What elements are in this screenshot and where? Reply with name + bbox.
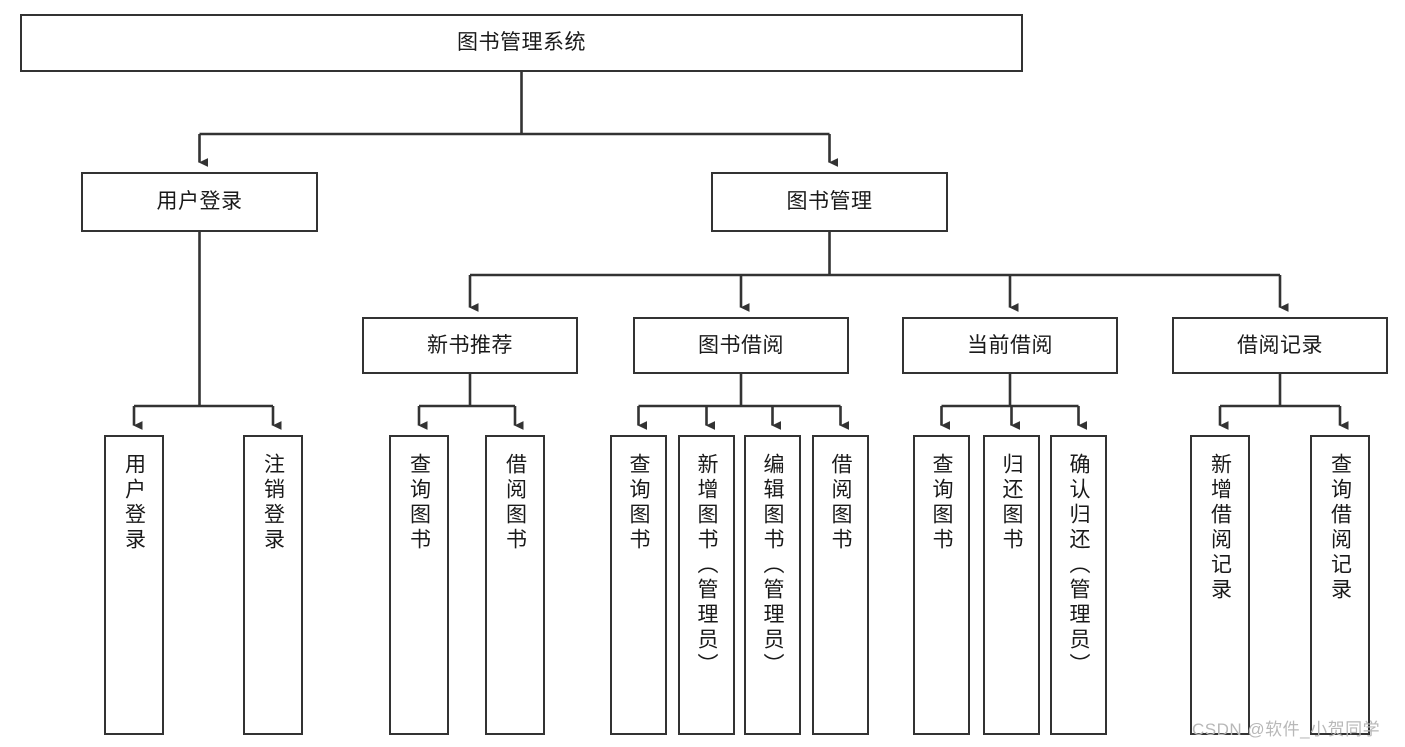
node-user-login[interactable]: 用户登录 xyxy=(81,172,318,232)
node-leaf-borrow-book-1[interactable]: 借阅图书 xyxy=(485,435,545,735)
node-leaf-edit-book[interactable]: 编辑图书（管理员） xyxy=(744,435,801,735)
node-leaf-borrow-book-2-label: 借阅图书 xyxy=(829,453,852,553)
node-book-management-label: 图书管理 xyxy=(786,190,873,214)
node-leaf-return-book[interactable]: 归还图书 xyxy=(983,435,1040,735)
node-leaf-borrow-book-2[interactable]: 借阅图书 xyxy=(812,435,869,735)
node-book-management[interactable]: 图书管理 xyxy=(711,172,948,232)
node-book-borrow-label: 图书借阅 xyxy=(698,333,784,357)
node-current-borrow-label: 当前借阅 xyxy=(967,333,1053,357)
node-current-borrow[interactable]: 当前借阅 xyxy=(902,317,1118,374)
node-leaf-confirm-return[interactable]: 确认归还（管理员） xyxy=(1050,435,1107,735)
node-leaf-query-book-2[interactable]: 查询图书 xyxy=(610,435,667,735)
node-user-login-label: 用户登录 xyxy=(156,190,243,214)
node-leaf-user-logout[interactable]: 注销登录 xyxy=(243,435,303,735)
node-leaf-add-book-label: 新增图书（管理员） xyxy=(695,453,718,678)
node-borrow-record[interactable]: 借阅记录 xyxy=(1172,317,1388,374)
node-leaf-add-record-label: 新增借阅记录 xyxy=(1208,453,1232,603)
node-leaf-return-book-label: 归还图书 xyxy=(1000,453,1023,553)
node-leaf-borrow-book-1-label: 借阅图书 xyxy=(503,453,527,553)
node-leaf-edit-book-label: 编辑图书（管理员） xyxy=(761,453,784,678)
node-new-book-recommend-label: 新书推荐 xyxy=(427,333,513,357)
node-leaf-query-book-2-label: 查询图书 xyxy=(627,453,650,553)
node-leaf-add-book[interactable]: 新增图书（管理员） xyxy=(678,435,735,735)
node-leaf-add-record[interactable]: 新增借阅记录 xyxy=(1190,435,1250,735)
node-leaf-query-record-label: 查询借阅记录 xyxy=(1328,453,1352,603)
node-root-label: 图书管理系统 xyxy=(457,31,586,55)
node-leaf-query-book-1-label: 查询图书 xyxy=(407,453,431,553)
node-leaf-user-logout-label: 注销登录 xyxy=(261,453,285,553)
node-leaf-query-book-1[interactable]: 查询图书 xyxy=(389,435,449,735)
node-leaf-confirm-return-label: 确认归还（管理员） xyxy=(1067,453,1090,678)
node-leaf-user-login[interactable]: 用户登录 xyxy=(104,435,164,735)
node-borrow-record-label: 借阅记录 xyxy=(1237,333,1323,357)
node-leaf-query-book-3[interactable]: 查询图书 xyxy=(913,435,970,735)
node-leaf-query-book-3-label: 查询图书 xyxy=(930,453,953,553)
node-leaf-user-login-label: 用户登录 xyxy=(122,453,146,553)
node-leaf-query-record[interactable]: 查询借阅记录 xyxy=(1310,435,1370,735)
node-new-book-recommend[interactable]: 新书推荐 xyxy=(362,317,578,374)
node-book-borrow[interactable]: 图书借阅 xyxy=(633,317,849,374)
node-root[interactable]: 图书管理系统 xyxy=(20,14,1023,72)
